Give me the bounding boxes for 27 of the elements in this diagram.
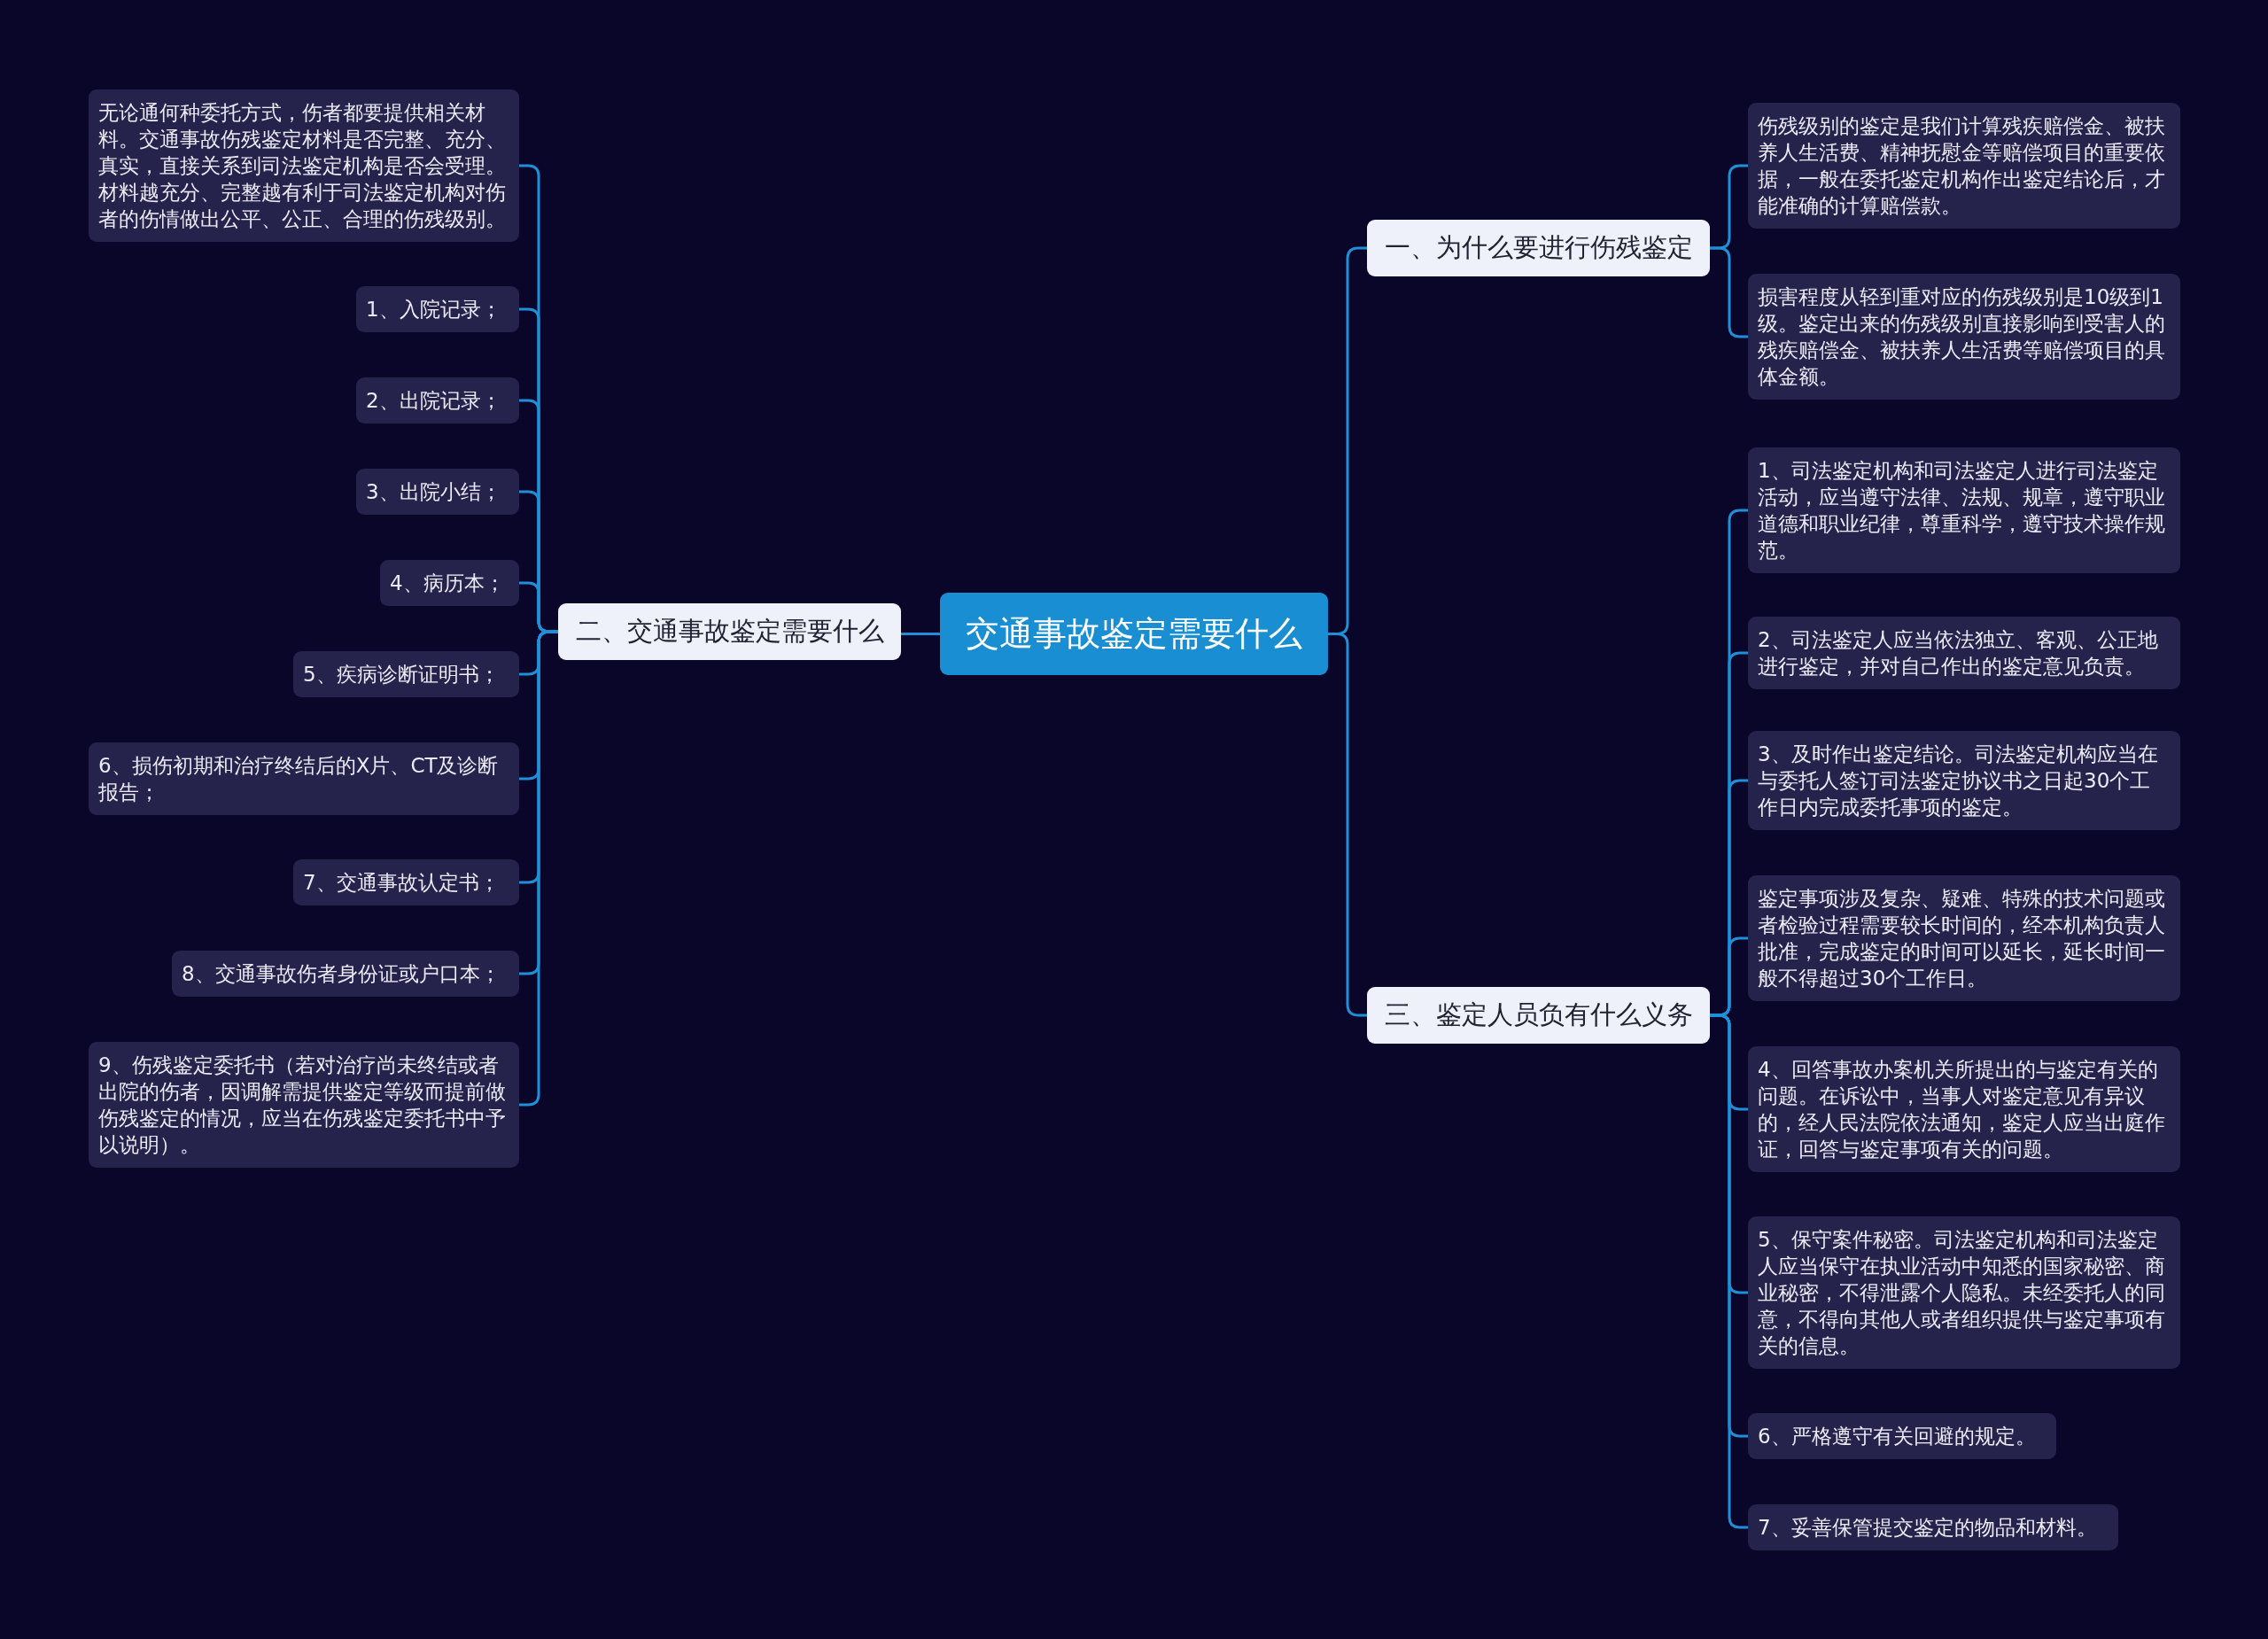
note-box: 3、及时作出鉴定结论。司法鉴定机构应当在与委托人签订司法鉴定协议书之日起30个工作日内完成委托事项的鉴定。 bbox=[1748, 731, 2180, 830]
note-box: 7、交通事故认定书； bbox=[293, 859, 519, 905]
note-box: 5、保守案件秘密。司法鉴定机构和司法鉴定人应当保守在执业活动中知悉的国家秘密、商业秘密，不得泄露个人隐私。未经委托人的同意，不得向其他人或者组织提供与鉴定事项有关的信息。 bbox=[1748, 1216, 2180, 1369]
note-box: 9、伤残鉴定委托书（若对治疗尚未终结或者出院的伤者，因调解需提供鉴定等级而提前做伤残鉴定的情况，应当在伤残鉴定委托书中予以说明）。 bbox=[89, 1042, 519, 1168]
topic-box: 一、为什么要进行伤残鉴定 bbox=[1367, 220, 1710, 276]
note-box: 2、司法鉴定人应当依法独立、客观、公正地进行鉴定，并对自己作出的鉴定意见负责。 bbox=[1748, 617, 2180, 689]
note-box: 6、损伤初期和治疗终结后的X片、CT及诊断报告； bbox=[89, 742, 519, 815]
note-box: 2、出院记录； bbox=[356, 377, 519, 423]
central-topic-box: 交通事故鉴定需要什么 bbox=[940, 593, 1328, 675]
note-box: 4、回答事故办案机关所提出的与鉴定有关的问题。在诉讼中，当事人对鉴定意见有异议的，经人民法院依法通知，鉴定人应当出庭作证，回答与鉴定事项有关的问题。 bbox=[1748, 1046, 2180, 1172]
note-box: 5、疾病诊断证明书； bbox=[293, 651, 519, 697]
note-box: 鉴定事项涉及复杂、疑难、特殊的技术问题或者检验过程需要较长时间的，经本机构负责人批准，完成鉴定的时间可以延长，延长时间一般不得超过30个工作日。 bbox=[1748, 875, 2180, 1001]
note-box: 6、严格遵守有关回避的规定。 bbox=[1748, 1413, 2056, 1459]
note-box: 伤残级别的鉴定是我们计算残疾赔偿金、被扶养人生活费、精神抚慰金等赔偿项目的重要依据，一般在委托鉴定机构作出鉴定结论后，才能准确的计算赔偿款。 bbox=[1748, 103, 2180, 229]
note-box: 1、入院记录； bbox=[356, 286, 519, 332]
note-box: 无论通何种委托方式，伤者都要提供相关材料。交通事故伤残鉴定材料是否完整、充分、真实，直接关系到司法鉴定机构是否会受理。材料越充分、完整越有利于司法鉴定机构对伤者的伤情做出公平、公正、合理的伤残级别。 bbox=[89, 89, 519, 242]
note-box: 3、出院小结； bbox=[356, 469, 519, 515]
connector-line bbox=[901, 633, 940, 635]
note-box: 损害程度从轻到重对应的伤残级别是10级到1级。鉴定出来的伤残级别直接影响到受害人的残疾赔偿金、被扶养人生活费等赔偿项目的具体金额。 bbox=[1748, 274, 2180, 400]
note-box: 4、病历本； bbox=[380, 560, 519, 606]
connector-line bbox=[1328, 633, 1367, 1017]
note-box: 7、妥善保管提交鉴定的物品和材料。 bbox=[1748, 1504, 2118, 1550]
note-box: 8、交通事故伤者身份证或户口本； bbox=[172, 951, 519, 997]
connector-line bbox=[1710, 246, 1748, 338]
topic-box: 三、鉴定人员负有什么义务 bbox=[1367, 987, 1710, 1044]
topic-box: 二、交通事故鉴定需要什么 bbox=[558, 603, 901, 660]
note-box: 1、司法鉴定机构和司法鉴定人进行司法鉴定活动，应当遵守法律、法规、规章，遵守职业道德和职业纪律，尊重科学，遵守技术操作规范。 bbox=[1748, 447, 2180, 573]
